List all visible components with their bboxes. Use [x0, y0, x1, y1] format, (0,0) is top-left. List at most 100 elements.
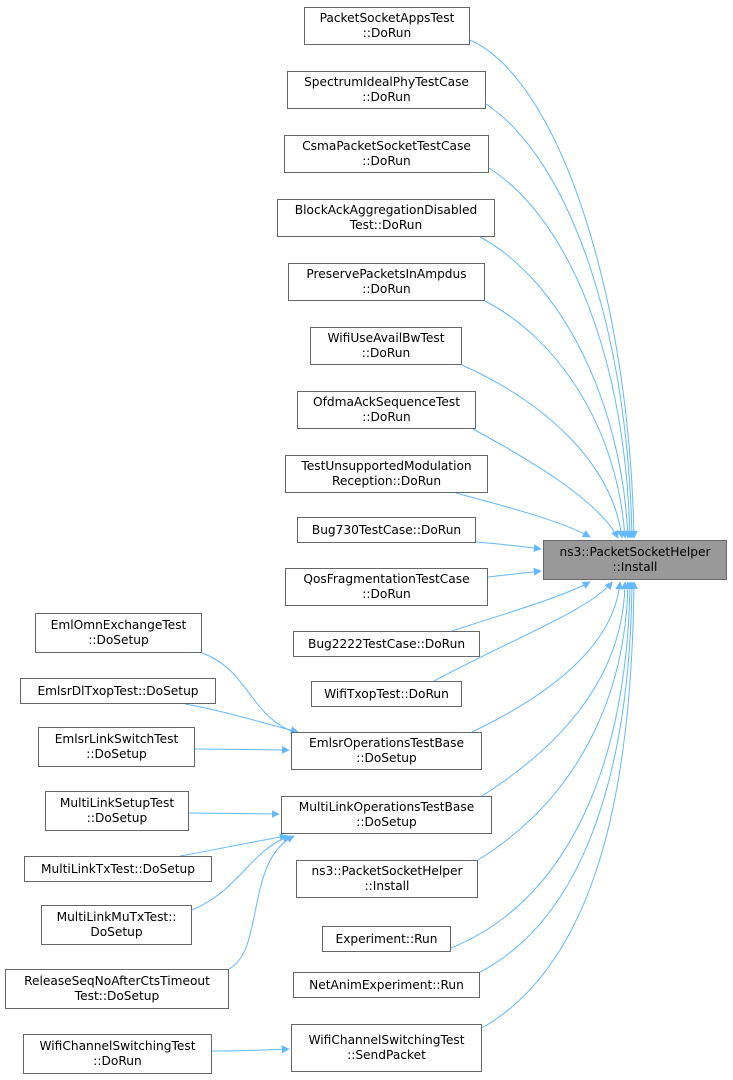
- node-emlsr-operations-test-base-dosetup[interactable]: EmlsrOperationsTestBase ::DoSetup: [291, 732, 482, 770]
- edge-m1-to-c13: [179, 833, 288, 857]
- node-label-line1: Experiment::Run: [335, 931, 438, 946]
- node-label-line1: WifiTxopTest::DoRun: [324, 686, 449, 701]
- node-label-line1: OfdmaAckSequenceTest: [313, 395, 460, 409]
- node-label-line2: Test::DoSetup: [74, 989, 160, 1003]
- edge-c2-to-target: [488, 167, 634, 539]
- node-label-line1: Bug2222TestCase::DoRun: [307, 636, 466, 651]
- node-label-line2: ::DoRun: [361, 346, 411, 360]
- node-target-packet-socket-helper-install: ns3::PacketSocketHelper ::Install: [543, 540, 727, 580]
- node-label-line2: ::SendPacket: [347, 1048, 426, 1062]
- node-packet-socket-apps-test-dorun[interactable]: PacketSocketAppsTest ::DoRun: [304, 7, 470, 45]
- node-label-line1: MultiLinkOperationsTestBase: [298, 800, 475, 814]
- node-label-line2: ::Install: [612, 560, 658, 574]
- node-label-line2: Reception::DoRun: [331, 474, 442, 488]
- edge-c6-to-target: [472, 428, 619, 539]
- node-wifi-channel-switching-test-send-packet[interactable]: WifiChannelSwitchingTest ::SendPacket: [291, 1024, 482, 1072]
- node-preserve-packets-in-ampdus-dorun[interactable]: PreservePacketsInAmpdus ::DoRun: [288, 263, 485, 301]
- node-label-line1: ns3::PacketSocketHelper: [311, 864, 463, 878]
- node-release-seq-no-after-cts-timeout-test-dosetup[interactable]: ReleaseSeqNoAfterCtsTimeout Test::DoSetu…: [5, 969, 229, 1009]
- node-label-line1: PacketSocketAppsTest: [319, 11, 455, 25]
- edge-c15-to-target: [450, 581, 634, 949]
- node-ofdma-ack-sequence-test-dorun[interactable]: OfdmaAckSequenceTest ::DoRun: [297, 391, 476, 429]
- node-label-line2: ::DoRun: [362, 90, 411, 104]
- edge-e1-to-c12: [184, 703, 299, 735]
- node-label-line2: ::DoSetup: [88, 633, 149, 647]
- node-label-line2: ::DoSetup: [86, 811, 148, 825]
- node-label-line1: EmlsrDlTxopTest::DoSetup: [37, 683, 199, 698]
- edge-c12-to-target: [471, 581, 624, 733]
- edge-c11-to-target: [433, 581, 613, 682]
- node-label-line2: ::DoRun: [93, 1054, 142, 1068]
- node-label-line2: ::DoSetup: [86, 747, 147, 761]
- node-label-line1: EmlsrOperationsTestBase: [309, 736, 464, 750]
- node-label-line1: EmlsrLinkSwitchTest: [54, 732, 179, 746]
- node-label-line1: MultiLinkSetupTest: [59, 796, 175, 810]
- edge-c1-to-target: [485, 103, 636, 539]
- node-label-line1: Bug730TestCase::DoRun: [311, 522, 462, 537]
- node-qos-fragmentation-test-case-dorun[interactable]: QosFragmentationTestCase ::DoRun: [285, 568, 488, 606]
- node-label-line1: MultiLinkTxTest::DoSetup: [41, 861, 195, 876]
- node-eml-omn-exchange-test-dosetup[interactable]: EmlOmnExchangeTest ::DoSetup: [35, 613, 202, 653]
- node-label-line2: ::DoSetup: [356, 815, 417, 829]
- node-experiment-run[interactable]: Experiment::Run: [322, 926, 451, 952]
- edge-c14-to-target: [477, 581, 632, 861]
- node-label-line2: ::DoRun: [362, 154, 411, 168]
- edge-c9-to-target: [487, 567, 542, 578]
- node-label-line1: WifiChannelSwitchingTest: [39, 1039, 196, 1053]
- node-label-line2: Test::DoRun: [349, 218, 423, 232]
- node-net-anim-experiment-run[interactable]: NetAnimExperiment::Run: [293, 972, 480, 998]
- edge-c10-to-target: [451, 581, 591, 632]
- node-label-line1: QosFragmentationTestCase: [303, 572, 470, 586]
- node-label-line1: BlockAckAggregationDisabled: [294, 203, 478, 217]
- edge-w0-to-c17: [211, 1045, 290, 1054]
- node-wifi-channel-switching-test-dorun[interactable]: WifiChannelSwitchingTest ::DoRun: [23, 1034, 212, 1074]
- edge-c7-to-target: [455, 492, 591, 538]
- edge-m3-to-c13: [228, 835, 295, 970]
- node-label-line1: ReleaseSeqNoAfterCtsTimeout: [24, 974, 210, 988]
- node-wifi-use-avail-bw-test-dorun[interactable]: WifiUseAvailBwTest ::DoRun: [310, 327, 462, 365]
- node-label-line2: ::DoRun: [362, 26, 412, 40]
- node-block-ack-aggregation-disabled-test-dorun[interactable]: BlockAckAggregationDisabled Test::DoRun: [277, 199, 495, 237]
- node-label-line1: CsmaPacketSocketTestCase: [302, 139, 471, 153]
- node-multi-link-setup-test-dosetup[interactable]: MultiLinkSetupTest ::DoSetup: [45, 791, 189, 831]
- node-label-line1: WifiUseAvailBwTest: [327, 331, 445, 345]
- node-label-line2: ::DoRun: [362, 282, 411, 296]
- node-test-unsupported-modulation-reception-dorun[interactable]: TestUnsupportedModulation Reception::DoR…: [285, 455, 488, 493]
- edge-c4-to-target: [484, 300, 629, 539]
- edge-c16-to-target: [479, 581, 636, 973]
- edge-c3-to-target: [479, 236, 632, 539]
- node-multi-link-operations-test-base-dosetup[interactable]: MultiLinkOperationsTestBase ::DoSetup: [281, 796, 492, 834]
- node-label-line2: ::Install: [364, 879, 410, 893]
- node-label-line1: PreservePacketsInAmpdus: [306, 267, 467, 281]
- node-emlsr-dl-txop-test-dosetup[interactable]: EmlsrDlTxopTest::DoSetup: [20, 678, 216, 704]
- node-label-line1: EmlOmnExchangeTest: [50, 618, 187, 632]
- node-multi-link-mu-tx-test-dosetup[interactable]: MultiLinkMuTxTest:: DoSetup: [41, 905, 192, 945]
- edge-c17-to-target: [481, 581, 638, 1029]
- node-label-line1: WifiChannelSwitchingTest: [308, 1033, 465, 1047]
- node-label-line1: TestUnsupportedModulation: [301, 459, 472, 473]
- node-emlsr-link-switch-test-dosetup[interactable]: EmlsrLinkSwitchTest ::DoSetup: [38, 727, 195, 767]
- node-label-line2: ::DoRun: [362, 410, 411, 424]
- node-multi-link-tx-test-dosetup[interactable]: MultiLinkTxTest::DoSetup: [24, 856, 212, 882]
- node-label-line2: ::DoRun: [362, 587, 411, 601]
- node-csma-packet-socket-test-case-dorun[interactable]: CsmaPacketSocketTestCase ::DoRun: [284, 135, 489, 173]
- edge-c0-to-target: [469, 39, 638, 539]
- edge-m0-to-c13: [188, 809, 280, 818]
- edge-m2-to-c13: [191, 834, 291, 911]
- node-bug2222-test-case-dorun[interactable]: Bug2222TestCase::DoRun: [293, 631, 480, 657]
- edge-c5-to-target: [461, 364, 626, 539]
- edge-c8-to-target: [475, 541, 542, 552]
- node-bug730-test-case-dorun[interactable]: Bug730TestCase::DoRun: [297, 517, 476, 543]
- node-label-line2: DoSetup: [90, 925, 143, 939]
- edge-e0-to-c12: [201, 652, 301, 736]
- node-packet-socket-helper-install-overload[interactable]: ns3::PacketSocketHelper ::Install: [296, 860, 478, 898]
- node-wifi-txop-test-dorun[interactable]: WifiTxopTest::DoRun: [311, 681, 462, 707]
- edge-c13-to-target: [481, 581, 629, 797]
- node-label-line2: ::DoSetup: [356, 751, 417, 765]
- node-spectrum-ideal-phy-test-case-dorun[interactable]: SpectrumIdealPhyTestCase ::DoRun: [287, 71, 486, 109]
- edge-e2-to-c12: [194, 745, 290, 754]
- node-label-line1: SpectrumIdealPhyTestCase: [304, 75, 469, 89]
- node-label-line1: ns3::PacketSocketHelper: [559, 545, 711, 559]
